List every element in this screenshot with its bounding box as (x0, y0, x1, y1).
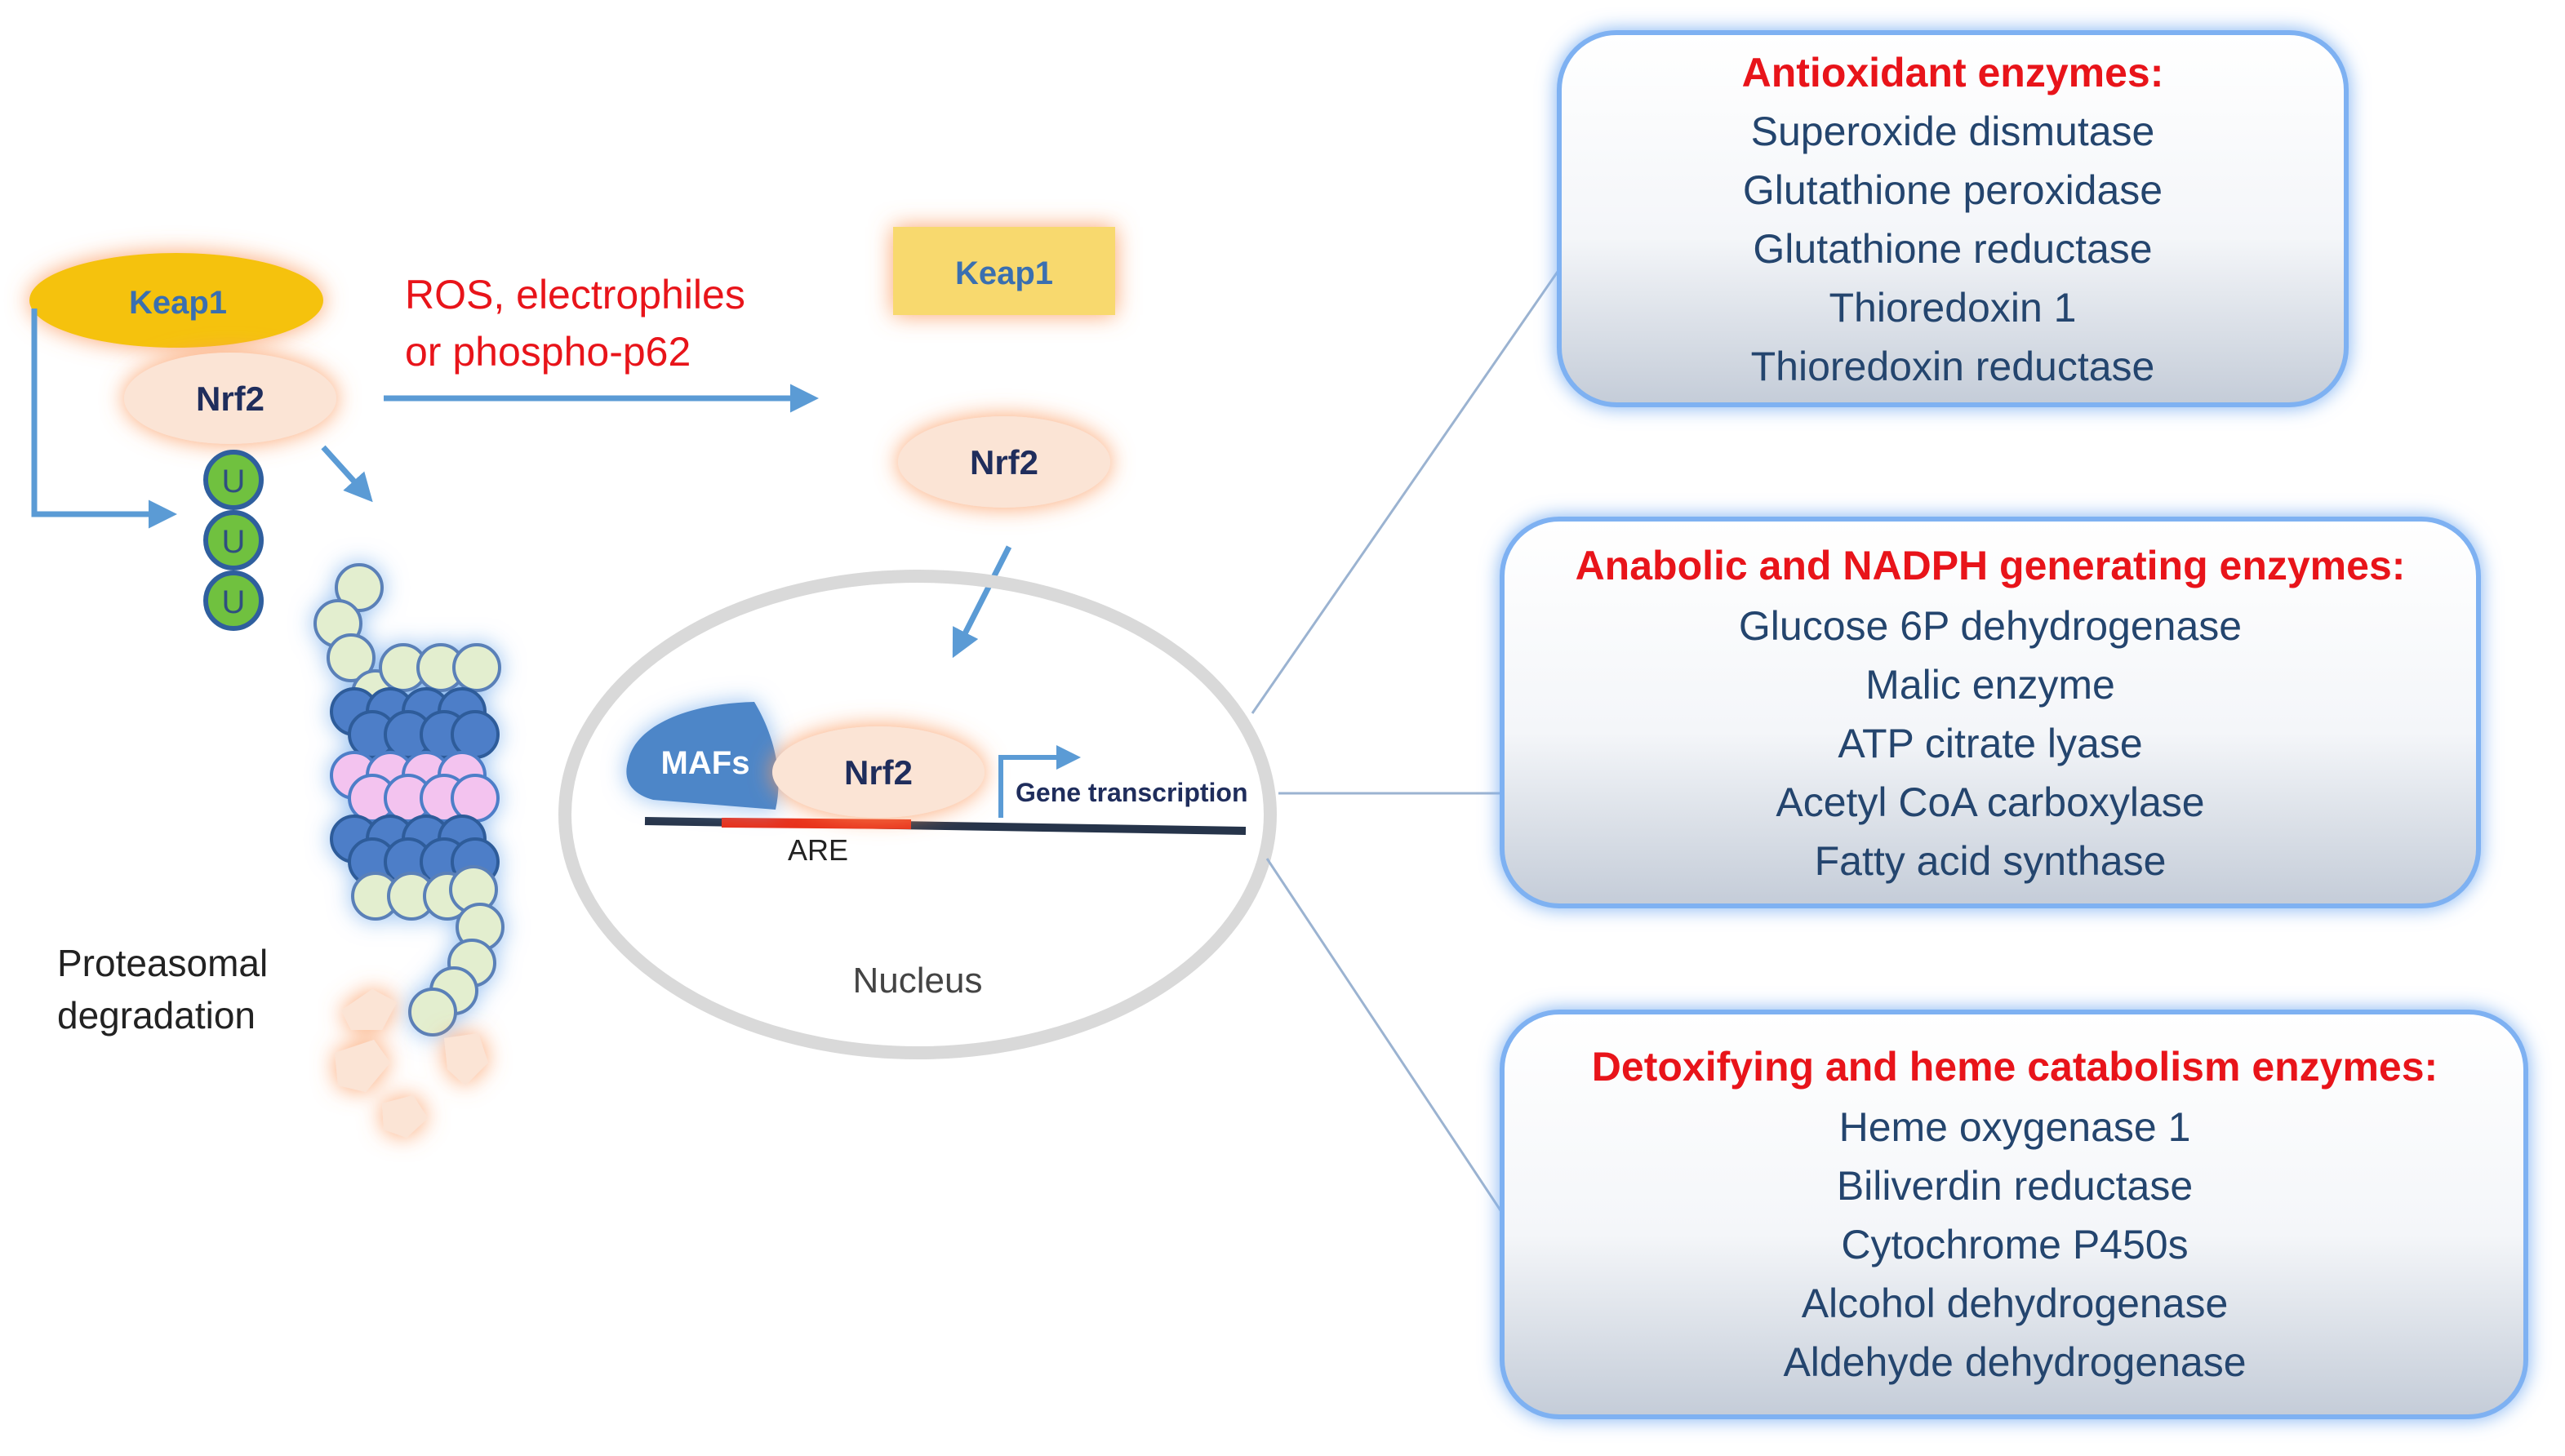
nucleus: Nucleus ARE MAFs Nrf2 Gene transcription (558, 570, 1277, 1059)
box-item: Aldehyde dehydrogenase (1783, 1339, 2246, 1385)
antioxidant-box: Antioxidant enzymes: Superoxide dismutas… (1557, 30, 2349, 407)
detoxifying-box: Detoxifying and heme catabolism enzymes:… (1500, 1010, 2528, 1419)
anabolic-box: Anabolic and NADPH generating enzymes: G… (1500, 517, 2481, 908)
box-item: Glutathione reductase (1753, 226, 2152, 272)
keap1-shape (29, 253, 323, 348)
box-panel (1500, 1010, 2528, 1419)
ubiquitin-circle (203, 570, 264, 631)
fragment (341, 989, 397, 1030)
to-proteasome-arrow (321, 445, 373, 503)
proteasomal-degradation-label: Proteasomal degradation (57, 942, 278, 1037)
box-item: Superoxide dismutase (1751, 109, 2155, 154)
keap1-nrf2-complex: Keap1 Nrf2 (29, 253, 336, 444)
fragment (335, 1040, 390, 1092)
keap1-label: Keap1 (129, 285, 227, 321)
nucleus-label: Nucleus (853, 961, 983, 1001)
ubiquitin-label: U (222, 524, 246, 560)
mafs-label: MAFs (661, 745, 750, 781)
to-nucleus-arrow (952, 545, 1012, 659)
proteasome-subunit (451, 774, 500, 823)
box-item: Thioredoxin 1 (1829, 285, 2077, 331)
free-nrf2: Nrf2 (898, 416, 1110, 508)
connector-line (1251, 269, 1561, 714)
proteasome-subunit (408, 988, 457, 1037)
free-nrf2-shape (898, 416, 1110, 508)
box-item: Malic enzyme (1865, 662, 2115, 708)
mafs-shape (626, 702, 779, 810)
box-title: Antioxidant enzymes: (1742, 50, 2164, 95)
ubiquitination-arrow (31, 309, 177, 529)
box-item: Glucose 6P dehydrogenase (1739, 603, 2242, 649)
nucleus-nrf2-shape (772, 726, 985, 818)
nucleus-nrf2-label: Nrf2 (844, 753, 913, 792)
proteasome-subunit (451, 710, 500, 759)
nrf2-shape (124, 353, 336, 444)
proteasome-subunit (335, 563, 384, 612)
ubiquitin-circle (203, 450, 264, 510)
are-segment (721, 818, 912, 829)
proteasome-subunit (327, 633, 376, 682)
box-item: Glutathione peroxidase (1743, 167, 2163, 213)
are-label: ARE (788, 833, 848, 867)
ubiquitin-chain: U U U (203, 450, 264, 631)
box-item: Thioredoxin reductase (1751, 344, 2155, 389)
free-keap1-shape (893, 227, 1115, 315)
degraded-fragments (335, 989, 488, 1138)
box-title: Detoxifying and heme catabolism enzymes: (1592, 1044, 2438, 1090)
ubiquitin-label: U (222, 464, 246, 499)
box-item: ATP citrate lyase (1838, 721, 2142, 766)
free-keap1-label: Keap1 (955, 255, 1053, 291)
box-item: Biliverdin reductase (1837, 1163, 2193, 1209)
box-panel (1500, 517, 2481, 908)
proteasome-subunit (452, 643, 501, 692)
ubiquitin-circle (203, 510, 264, 570)
box-item: Fatty acid synthase (1815, 838, 2167, 884)
fragment (382, 1095, 428, 1138)
proteasome (313, 563, 505, 1037)
free-nrf2-label: Nrf2 (970, 443, 1038, 482)
box-item: Acetyl CoA carboxylase (1776, 779, 2204, 825)
ubiquitin-label: U (222, 584, 246, 620)
box-title: Anabolic and NADPH generating enzymes: (1576, 543, 2406, 588)
box-panel (1557, 30, 2349, 407)
nucleus-membrane (558, 570, 1277, 1059)
connectors (1251, 269, 1561, 1214)
fragment (444, 1033, 488, 1085)
connector-line (1265, 858, 1504, 1214)
gene-transcription-label: Gene transcription (1016, 778, 1248, 807)
nrf2-label: Nrf2 (196, 380, 265, 418)
box-item: Alcohol dehydrogenase (1802, 1281, 2229, 1326)
box-item: Cytochrome P450s (1841, 1222, 2188, 1267)
stimulus-label: ROS, electrophiles or phospho-p62 (405, 272, 757, 375)
free-keap1: Keap1 (893, 227, 1115, 315)
transcription-arrow (998, 745, 1081, 818)
box-item: Heme oxygenase 1 (1839, 1104, 2191, 1150)
